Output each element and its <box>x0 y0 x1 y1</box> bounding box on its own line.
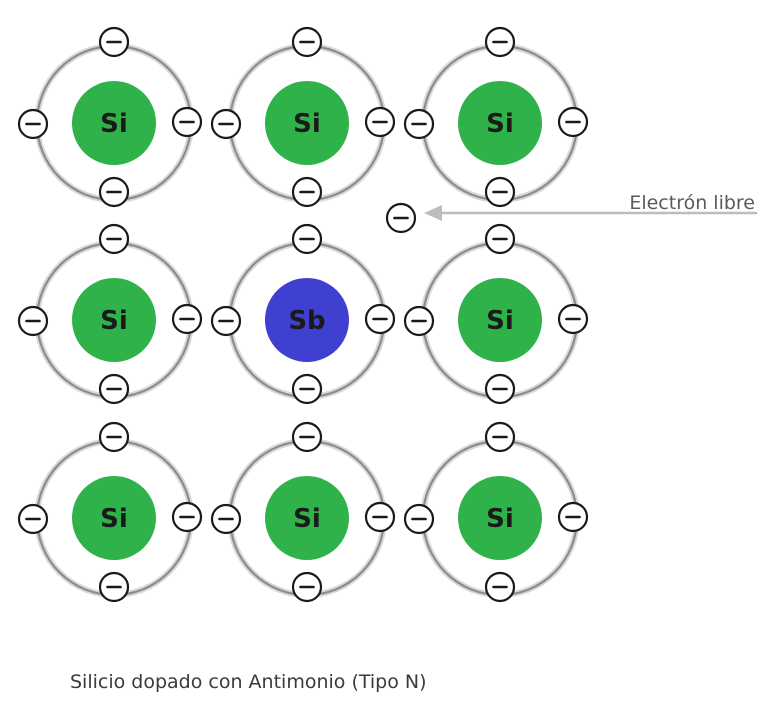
electron-right <box>557 106 589 138</box>
electron-top <box>484 223 516 255</box>
atom-si-1-2: Si <box>403 223 589 405</box>
atom-si-0-2: Si <box>403 26 589 208</box>
electron-bottom <box>98 176 130 208</box>
electron-right <box>364 501 396 533</box>
free-electron-label: Electrón libre <box>629 192 755 214</box>
atom-symbol: Si <box>486 306 514 336</box>
electron-right <box>171 303 203 335</box>
electron-top <box>291 223 323 255</box>
electron-bottom <box>98 373 130 405</box>
nucleus <box>458 81 542 165</box>
arrow-head-icon <box>424 205 442 221</box>
atom-si-0-1: Si <box>210 26 396 208</box>
atom-symbol: Si <box>486 504 514 534</box>
atom-sb-1-1: Sb <box>210 223 396 405</box>
nucleus <box>265 81 349 165</box>
atom-si-2-0: Si <box>17 421 203 603</box>
electron-left <box>403 503 435 535</box>
electron-left <box>17 503 49 535</box>
atom-si-1-0: Si <box>17 223 203 405</box>
electron-top <box>98 421 130 453</box>
atom-si-0-0: Si <box>17 26 203 208</box>
electron-left <box>17 108 49 140</box>
nucleus <box>72 476 156 560</box>
atom-si-2-2: Si <box>403 421 589 603</box>
electron-bottom <box>291 373 323 405</box>
electron-bottom <box>484 571 516 603</box>
electron-top <box>484 421 516 453</box>
atom-symbol: Si <box>100 109 128 139</box>
electron-bottom <box>291 176 323 208</box>
electron-top <box>98 26 130 58</box>
nucleus <box>458 278 542 362</box>
nucleus <box>72 81 156 165</box>
free-electron <box>385 202 417 234</box>
electron-left <box>17 305 49 337</box>
electron-top <box>484 26 516 58</box>
diagram-caption: Silicio dopado con Antimonio (Tipo N) <box>70 671 427 693</box>
electron-left <box>403 305 435 337</box>
electron-left <box>403 108 435 140</box>
electron-bottom <box>98 571 130 603</box>
atom-symbol: Si <box>293 504 321 534</box>
electron-left <box>210 108 242 140</box>
nucleus <box>265 476 349 560</box>
electron-top <box>291 421 323 453</box>
electron-bottom <box>484 373 516 405</box>
electron-right <box>364 303 396 335</box>
atom-si-2-1: Si <box>210 421 396 603</box>
atom-symbol: Si <box>100 306 128 336</box>
electron-left <box>210 305 242 337</box>
electron-right <box>171 106 203 138</box>
atom-symbol: Sb <box>288 306 325 336</box>
electron-right <box>364 106 396 138</box>
nucleus <box>458 476 542 560</box>
free-electron-group: Electrón libre <box>385 192 757 234</box>
electron-right <box>557 303 589 335</box>
electron-right <box>171 501 203 533</box>
electron-top <box>98 223 130 255</box>
atom-symbol: Si <box>293 109 321 139</box>
nucleus <box>72 278 156 362</box>
electron-top <box>291 26 323 58</box>
atom-symbol: Si <box>100 504 128 534</box>
atom-symbol: Si <box>486 109 514 139</box>
electron-bottom <box>291 571 323 603</box>
electron-right <box>557 501 589 533</box>
electron-bottom <box>484 176 516 208</box>
nucleus <box>265 278 349 362</box>
electron-left <box>210 503 242 535</box>
